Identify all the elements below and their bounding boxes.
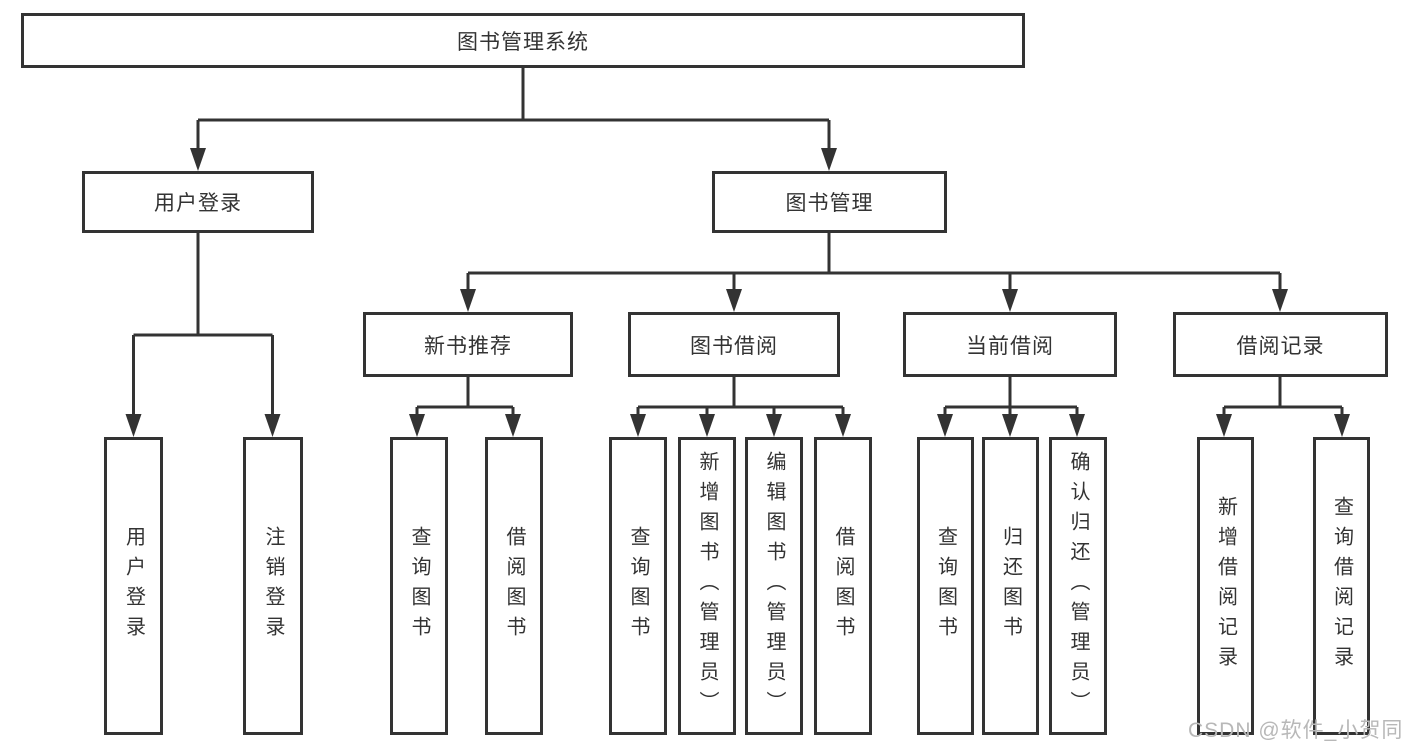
- leaf-label: 归还图书: [999, 526, 1022, 646]
- node-book-management: 图书管理: [712, 171, 947, 233]
- arrowhead: [1272, 289, 1288, 312]
- leaf-label: 确认归还（管理员）: [1067, 451, 1089, 721]
- node-new-book-recommend: 新书推荐: [363, 312, 573, 377]
- arrowhead: [460, 289, 476, 312]
- arrowhead: [409, 414, 425, 437]
- arrowhead: [1002, 414, 1018, 437]
- arrowhead: [630, 414, 646, 437]
- leaf-label: 查询借阅记录: [1330, 496, 1353, 676]
- node-leaf-query-books-3: 查询图书: [917, 437, 974, 735]
- arrowhead: [505, 414, 521, 437]
- node-leaf-edit-book-admin: 编辑图书（管理员）: [745, 437, 803, 735]
- connector-new-book-children: [409, 377, 521, 437]
- node-leaf-borrow-books-1: 借阅图书: [485, 437, 543, 735]
- node-leaf-return-book: 归还图书: [982, 437, 1039, 735]
- node-leaf-add-book-admin: 新增图书（管理员）: [678, 437, 736, 735]
- arrowhead: [766, 414, 782, 437]
- arrowhead: [937, 414, 953, 437]
- node-user-login-label: 用户登录: [154, 192, 242, 215]
- arrowhead: [190, 148, 206, 171]
- arrowhead: [726, 289, 742, 312]
- node-leaf-query-borrow-record: 查询借阅记录: [1313, 437, 1370, 735]
- connector-user-login-children: [125, 233, 281, 437]
- leaf-label: 用户登录: [122, 526, 145, 646]
- leaf-label: 新增图书（管理员）: [696, 451, 718, 721]
- arrowhead: [821, 148, 837, 171]
- node-new-book-recommend-label: 新书推荐: [424, 334, 512, 358]
- node-book-management-label: 图书管理: [785, 192, 874, 215]
- leaf-label: 注销登录: [262, 526, 284, 646]
- arrowhead: [1216, 414, 1232, 437]
- node-root-label: 图书管理系统: [457, 30, 589, 54]
- arrowhead: [1069, 414, 1085, 437]
- node-leaf-confirm-return-admin: 确认归还（管理员）: [1049, 437, 1107, 735]
- leaf-label: 查询图书: [408, 526, 430, 646]
- arrowhead: [1002, 289, 1018, 312]
- leaf-label: 查询图书: [627, 526, 649, 646]
- node-borrow-records: 借阅记录: [1173, 312, 1388, 377]
- node-current-borrow: 当前借阅: [903, 312, 1117, 377]
- node-leaf-add-borrow-record: 新增借阅记录: [1197, 437, 1254, 735]
- node-user-login: 用户登录: [82, 171, 314, 233]
- connector-root-to-level2: [190, 68, 837, 171]
- leaf-label: 编辑图书（管理员）: [763, 451, 785, 721]
- connector-book-borrow-children: [630, 377, 851, 437]
- arrowhead: [1334, 414, 1350, 437]
- leaf-label: 新增借阅记录: [1214, 496, 1237, 676]
- arrowhead: [835, 414, 851, 437]
- node-root: 图书管理系统: [21, 13, 1025, 68]
- connector-current-borrow-children: [937, 377, 1085, 437]
- connector-borrow-record-children: [1216, 377, 1350, 437]
- node-current-borrow-label: 当前借阅: [966, 334, 1054, 358]
- node-leaf-user-login: 用户登录: [104, 437, 163, 735]
- arrowhead: [264, 414, 281, 437]
- node-leaf-query-books-2: 查询图书: [609, 437, 667, 735]
- leaf-label: 借阅图书: [832, 526, 854, 646]
- connector-book-management-children: [460, 233, 1288, 312]
- node-leaf-borrow-books-2: 借阅图书: [814, 437, 872, 735]
- node-borrow-records-label: 借阅记录: [1236, 334, 1325, 358]
- node-leaf-query-books-1: 查询图书: [390, 437, 448, 735]
- arrowhead: [125, 414, 142, 437]
- node-book-borrow-label: 图书借阅: [690, 334, 778, 358]
- leaf-label: 查询图书: [934, 526, 957, 646]
- node-leaf-logout: 注销登录: [243, 437, 303, 735]
- leaf-label: 借阅图书: [503, 526, 525, 646]
- arrowhead: [699, 414, 715, 437]
- node-book-borrow: 图书借阅: [628, 312, 840, 377]
